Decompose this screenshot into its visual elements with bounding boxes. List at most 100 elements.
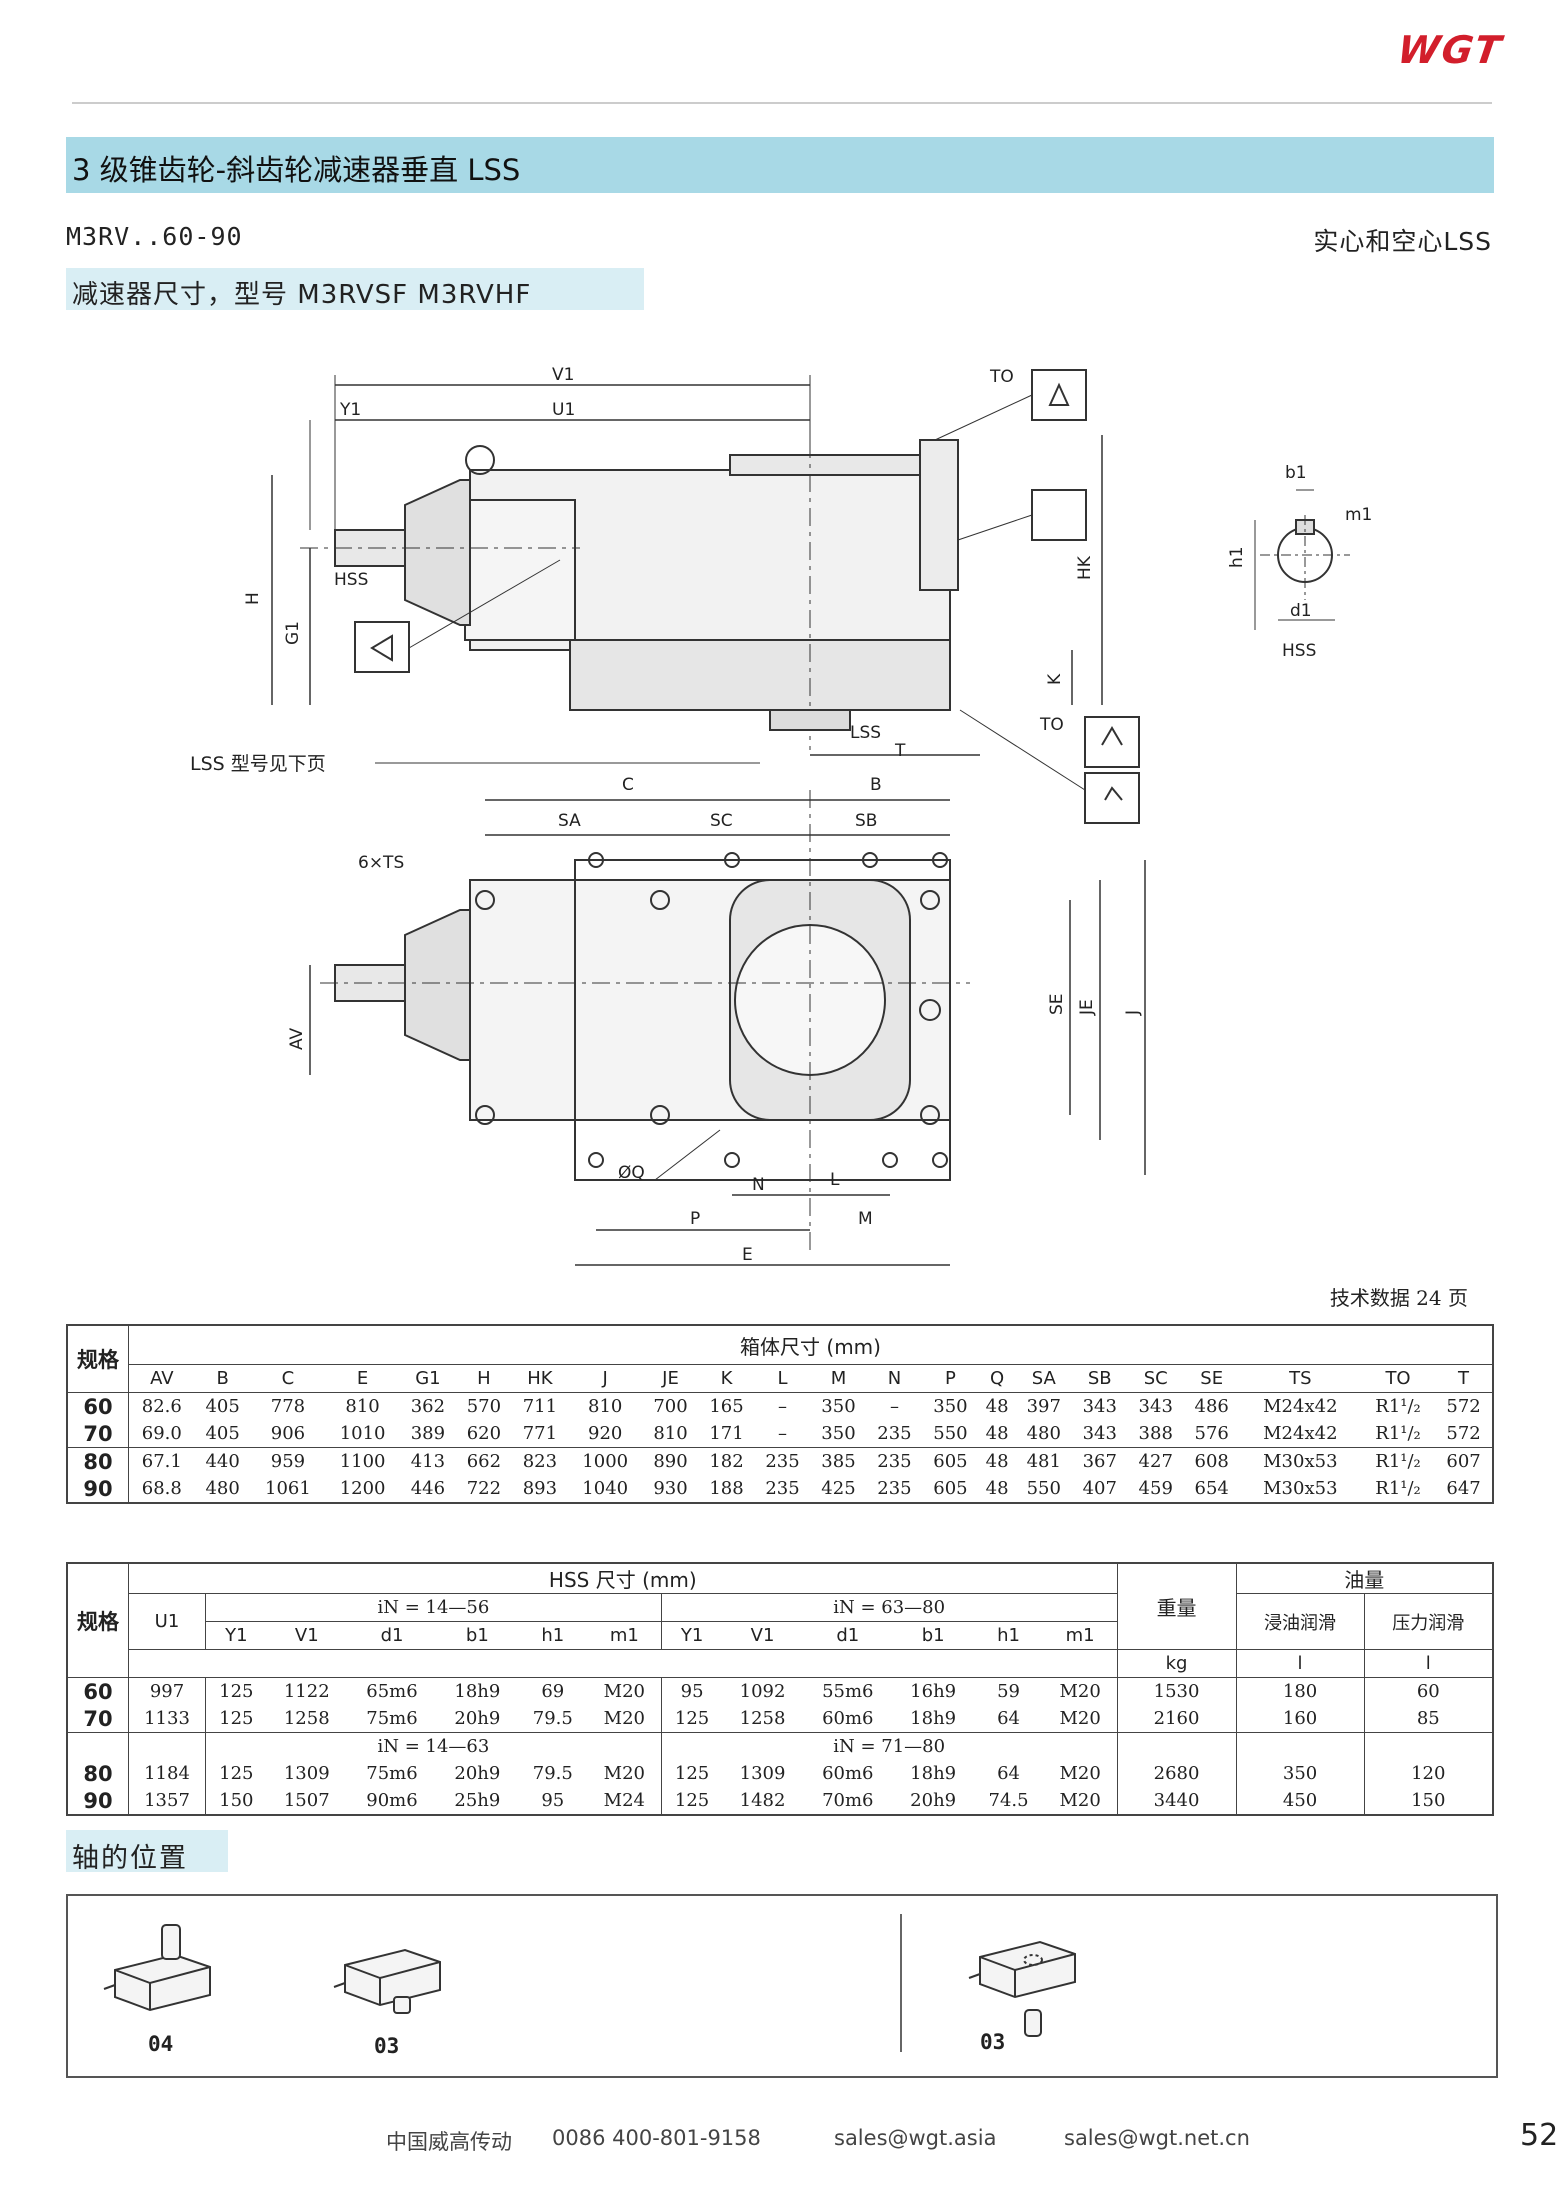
column-header: TS [1239, 1364, 1361, 1393]
footer-email[interactable]: sales@wgt.asia [834, 2126, 997, 2150]
table-cell: 607 [1435, 1447, 1493, 1475]
table-cell: 350 [810, 1392, 867, 1420]
column-header: JE [642, 1364, 699, 1393]
dim-label: TO [989, 367, 1014, 387]
table-cell: 60m6 [822, 1763, 874, 1784]
column-header: J [567, 1364, 643, 1393]
table-cell: 343 [1071, 1392, 1128, 1420]
ratio-range-b: iN = 63—80 [660, 1593, 1118, 1622]
column-header: B [194, 1364, 251, 1393]
table-cell: 125 [660, 1787, 723, 1815]
table-cell: 350 [821, 1423, 856, 1444]
table-cell: 1309 [739, 1763, 786, 1784]
axis-position-title: 轴的位置 [72, 1843, 188, 1874]
page-title: 3 级锥齿轮-斜齿轮减速器垂直 LSS [72, 153, 521, 187]
footer-company: 中国威高传动 [386, 2130, 512, 2154]
dim-label: HK [1075, 555, 1095, 580]
table-cell: 90m6 [366, 1790, 418, 1811]
table-cell: 64 [997, 1763, 1021, 1784]
table-cell: 486 [1183, 1392, 1240, 1420]
dim-label: m1 [1345, 505, 1372, 525]
dim-label: C [622, 775, 634, 795]
table-cell: 711 [511, 1392, 568, 1420]
title-band [66, 137, 1494, 193]
table-cell: 2680 [1116, 1760, 1237, 1787]
table-cell: 343 [1127, 1392, 1184, 1420]
column-header: Y1 [660, 1621, 723, 1650]
table-cell: 413 [399, 1447, 456, 1475]
table-cell: 1357 [144, 1790, 190, 1811]
dim-label: H [243, 592, 263, 605]
dim-label: SB [855, 811, 877, 831]
weight-unit: kg [1116, 1649, 1237, 1678]
oil-header: 油量 [1235, 1563, 1493, 1594]
table-cell: 150 [204, 1787, 267, 1815]
table-cell: M30x53 [1239, 1447, 1361, 1475]
table-cell: 55m6 [802, 1677, 893, 1705]
oil-unit-pressure: l [1363, 1649, 1493, 1678]
table-cell: 1092 [722, 1677, 803, 1705]
axis-title-band [66, 1830, 228, 1872]
column-header: HK [511, 1364, 568, 1393]
table-cell: 235 [877, 1478, 912, 1499]
header-rule [72, 102, 1492, 104]
table-cell: 235 [765, 1478, 800, 1499]
lss-note: LSS 型号见下页 [190, 753, 326, 775]
ratio-range-a: iN = 14—56 [205, 1593, 662, 1622]
column-header: SB [1071, 1364, 1128, 1393]
table-cell: 75m6 [366, 1763, 418, 1784]
table-cell: 893 [522, 1478, 558, 1499]
dim-label: U1 [552, 400, 575, 420]
brand-logo: WGT [1394, 28, 1506, 72]
table-cell: 18h9 [910, 1708, 957, 1729]
table-cell: 1200 [339, 1478, 386, 1499]
axis-position-label: 03 [980, 2030, 1006, 2054]
table-cell: M24x42 [1239, 1392, 1361, 1420]
spec-cell: 70 [67, 1705, 129, 1733]
table-cell: 125 [660, 1760, 723, 1787]
table-cell: 70m6 [822, 1790, 874, 1811]
spec-cell: 60 [67, 1677, 129, 1705]
table-cell: 407 [1082, 1478, 1117, 1499]
footer-phone: 0086 400-801-9158 [552, 2126, 761, 2150]
table-cell: 1100 [325, 1447, 400, 1475]
table-cell: 85 [1363, 1705, 1493, 1733]
table-cell: 1010 [339, 1423, 386, 1444]
table-cell: R1¹/₂ [1375, 1478, 1421, 1499]
table-cell: 120 [1363, 1760, 1493, 1787]
dim-label: ØQ [618, 1163, 645, 1183]
table-cell: 48 [985, 1423, 1009, 1444]
spec-cell: 80 [67, 1447, 129, 1475]
footer-email[interactable]: sales@wgt.net.cn [1064, 2126, 1250, 2150]
table-cell: 550 [1026, 1478, 1061, 1499]
table-cell: 1507 [283, 1790, 330, 1811]
table-cell: 823 [511, 1447, 568, 1475]
table-cell: 450 [1235, 1787, 1365, 1815]
dim-label: d1 [1290, 601, 1312, 621]
table-cell: 20h9 [454, 1763, 501, 1784]
table-cell: 1061 [265, 1478, 311, 1499]
table-cell: M20 [603, 1708, 646, 1729]
gearbox-03-hollow-icon [968, 1940, 1076, 2037]
table-cell: 700 [642, 1392, 699, 1420]
table-cell: 362 [399, 1392, 456, 1420]
dim-label: SC [710, 811, 733, 831]
table-cell: 810 [567, 1392, 643, 1420]
table-cell: 95 [541, 1790, 565, 1811]
table-cell: 125 [660, 1705, 723, 1733]
table-cell: 572 [1435, 1392, 1493, 1420]
dim-label: JE [1077, 999, 1097, 1016]
ratio-range-c: iN = 14—63 [205, 1732, 662, 1760]
hss-dimension-table: 规格 HSS 尺寸 (mm) 重量 油量 U1 iN = 14—56 iN = … [66, 1562, 1494, 1816]
weight-header: 重量 [1116, 1563, 1237, 1650]
